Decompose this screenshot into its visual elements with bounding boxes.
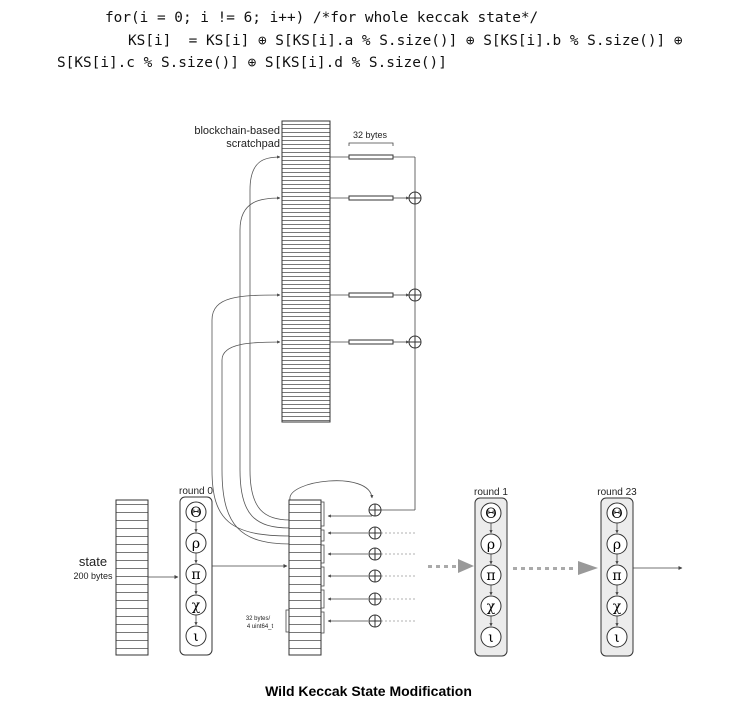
state-size-label: 200 bytes [73,571,113,581]
step-symbol-1-3: χ [487,599,496,615]
step-symbol-2-1: ρ [613,537,621,553]
step-symbol-0-2: π [191,567,200,583]
step-symbol-2-3: χ [613,599,622,615]
state-block [115,499,149,656]
diagram-caption: Wild Keccak State Modification [265,683,472,699]
state-xor-column [327,514,372,623]
xor-symbols-state [368,503,382,628]
step-symbol-0-3: χ [192,598,201,614]
code-line-3: S[KS[i].c % S.size()] ⊕ S[KS[i].d % S.si… [57,55,447,71]
code-line-2: KS[i] = KS[i] ⊕ S[KS[i].a % S.size()] ⊕ … [128,33,683,49]
lane-label-bracket [285,609,289,633]
round-0-label: round 0 [179,486,213,497]
xor-symbols-top [408,191,422,349]
flow-arrows [148,564,683,579]
chunk-size-label: 32 bytes [353,130,388,140]
step-symbol-0-0: Θ [190,505,201,521]
state-xor-dashes [381,532,415,622]
keccak-state-block [288,499,322,656]
step-symbol-2-0: Θ [611,506,622,522]
lane-label-1: 32 bytes/ [246,616,271,622]
step-symbol-1-2: π [486,568,495,584]
step-symbol-1-1: ρ [487,537,495,553]
round-1-label: round 1 [474,487,508,498]
step-circle-2-4 [606,626,628,648]
step-symbol-2-4: ι [614,630,620,646]
step-symbol-2-2: π [612,568,621,584]
chunk-brace [348,142,394,146]
chunk-connectors [330,156,416,511]
scratchpad-label-1: blockchain-based [194,125,280,137]
lane-brackets [321,501,325,634]
code-line-1: for(i = 0; i != 6; i++) /*for whole kecc… [105,10,539,26]
step-circle-1-4 [480,626,502,648]
step-symbol-1-0: Θ [485,506,496,522]
round-23-label: round 23 [597,487,637,498]
state-label: state [79,554,107,569]
dotted-continuation [428,559,598,575]
step-symbol-0-4: ι [193,629,199,645]
lane-label-2: 4 uint64_t [247,624,274,630]
index-curves [211,155,374,545]
step-circle-0-4 [185,625,207,647]
scratchpad-label-2: scratchpad [226,138,280,150]
step-symbol-1-4: ι [488,630,494,646]
scratchpad-chunks [348,154,394,345]
step-symbol-0-1: ρ [192,536,200,552]
scratchpad-block [281,120,331,423]
